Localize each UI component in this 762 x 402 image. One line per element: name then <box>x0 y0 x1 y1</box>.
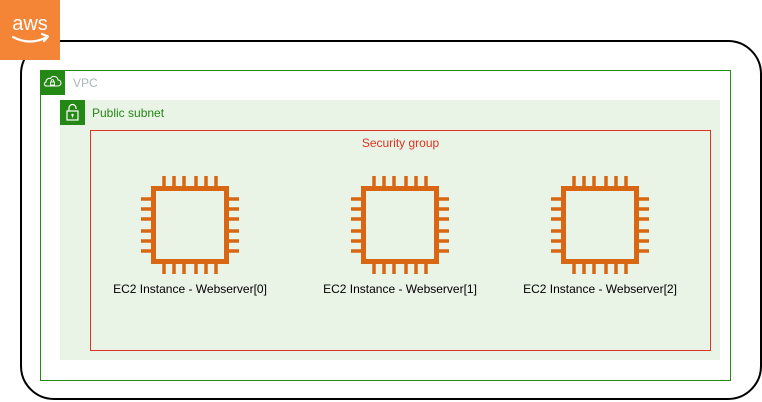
ec2-instance-label: EC2 Instance - Webserver[2] <box>523 282 677 296</box>
security-group <box>90 130 711 351</box>
public-subnet-group <box>60 100 720 360</box>
ec2-chip-svg <box>351 176 449 274</box>
ec2-instance-icon <box>550 175 650 275</box>
aws-logo-text: aws <box>12 13 48 35</box>
aws-cloud-group <box>20 40 762 400</box>
ec2-instance-label: EC2 Instance - Webserver[1] <box>323 282 477 296</box>
ec2-chip-svg <box>551 176 649 274</box>
ec2-chip-svg <box>141 176 239 274</box>
ec2-instance-icon <box>350 175 450 275</box>
aws-logo-icon: aws <box>0 0 60 60</box>
ec2-instance-icon <box>140 175 240 275</box>
security-group-label: Security group <box>361 136 440 150</box>
ec2-instance-label: EC2 Instance - Webserver[0] <box>113 282 267 296</box>
public-subnet-label: Public subnet <box>92 106 165 120</box>
vpc-cloud-lock-icon <box>40 70 65 95</box>
subnet-lock-icon <box>60 100 85 125</box>
vpc-label: VPC <box>73 76 98 90</box>
